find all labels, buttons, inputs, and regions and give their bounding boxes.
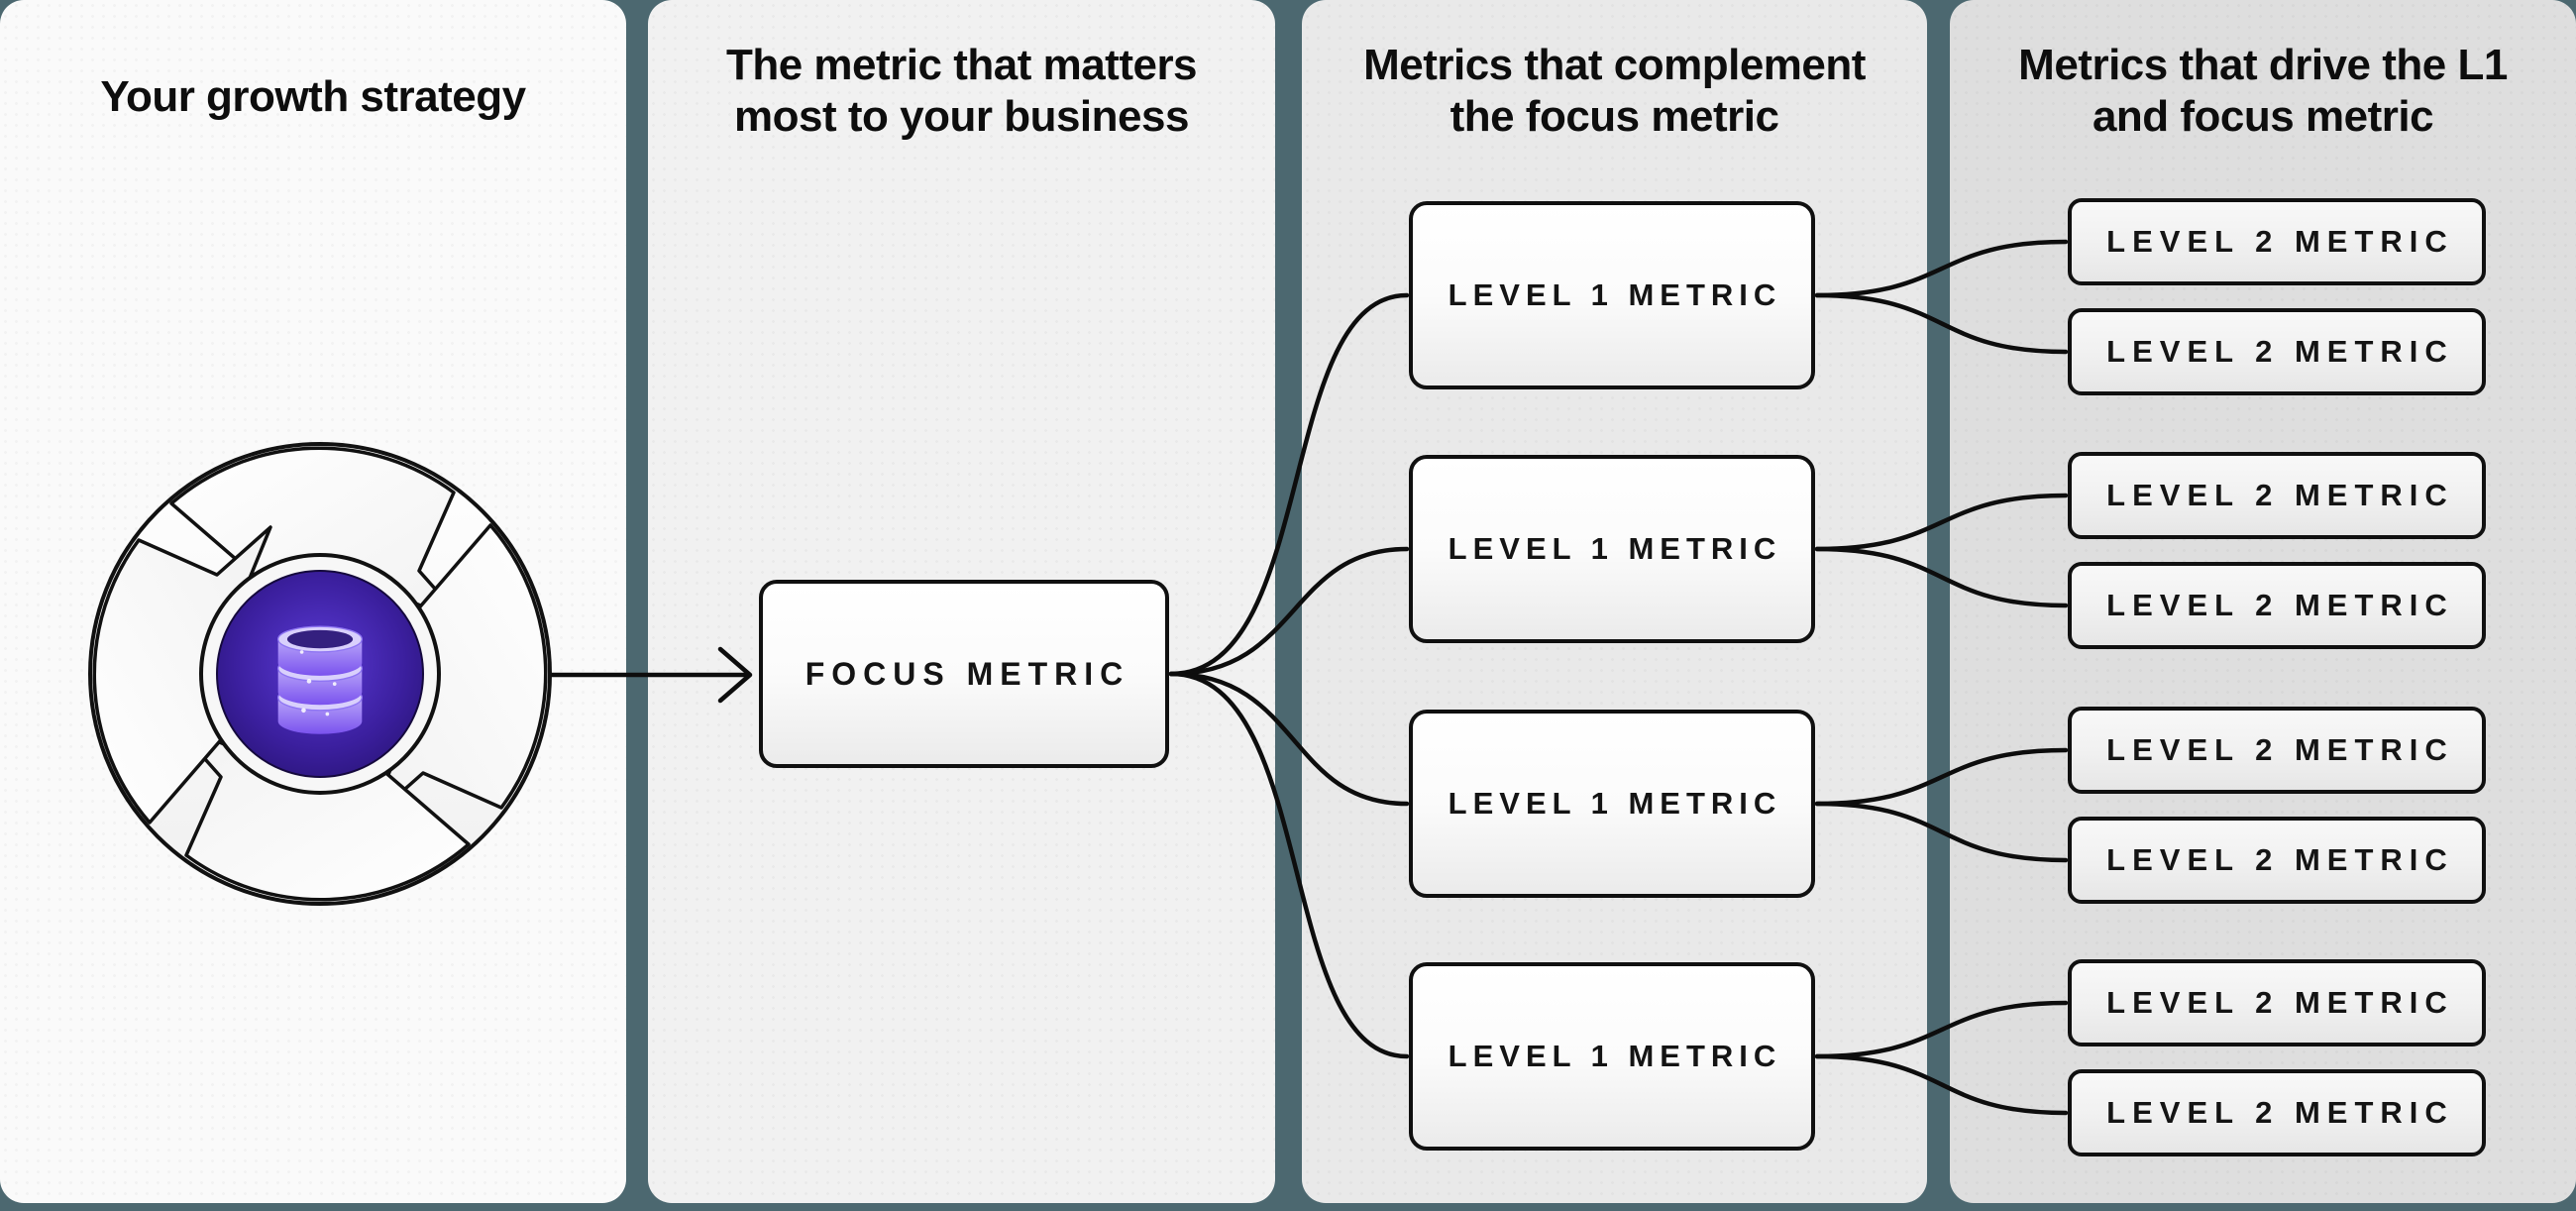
- level-2-metric-box: LEVEL 2 METRIC: [2068, 308, 2486, 395]
- level-2-metric-box: LEVEL 2 METRIC: [2068, 1069, 2486, 1156]
- level-1-metric-box: LEVEL 1 METRIC: [1409, 962, 1815, 1151]
- level-1-metric-label: LEVEL 1 METRIC: [1448, 1039, 1782, 1073]
- focus-metric-label: FOCUS METRIC: [805, 655, 1130, 692]
- database-icon: [276, 625, 364, 734]
- focus-metric-box: FOCUS METRIC: [759, 580, 1169, 768]
- level-2-metric-box: LEVEL 2 METRIC: [2068, 707, 2486, 794]
- level-2-metric-label: LEVEL 2 METRIC: [2106, 732, 2454, 767]
- level-2-metric-box: LEVEL 2 METRIC: [2068, 198, 2486, 285]
- flywheel-icon: [88, 442, 552, 906]
- level-1-metric-label: LEVEL 1 METRIC: [1448, 786, 1782, 821]
- panel-title: Your growth strategy: [100, 72, 526, 121]
- level-1-metric-box: LEVEL 1 METRIC: [1409, 710, 1815, 898]
- level-1-metric-box: LEVEL 1 METRIC: [1409, 455, 1815, 643]
- level-2-metric-label: LEVEL 2 METRIC: [2106, 478, 2454, 512]
- level-2-metric-label: LEVEL 2 METRIC: [2106, 842, 2454, 877]
- panel-title: The metric that matters most to your bus…: [725, 41, 1198, 141]
- level-2-metric-label: LEVEL 2 METRIC: [2106, 1095, 2454, 1130]
- level-2-metric-label: LEVEL 2 METRIC: [2106, 985, 2454, 1020]
- level-1-metric-label: LEVEL 1 METRIC: [1448, 531, 1782, 566]
- level-2-metric-box: LEVEL 2 METRIC: [2068, 959, 2486, 1046]
- level-2-metric-label: LEVEL 2 METRIC: [2106, 334, 2454, 369]
- level-2-metric-label: LEVEL 2 METRIC: [2106, 224, 2454, 259]
- level-2-metric-label: LEVEL 2 METRIC: [2106, 588, 2454, 622]
- level-1-metric-box: LEVEL 1 METRIC: [1409, 201, 1815, 389]
- level-2-metric-box: LEVEL 2 METRIC: [2068, 817, 2486, 904]
- level-2-metric-box: LEVEL 2 METRIC: [2068, 452, 2486, 539]
- panel-title: Metrics that drive the L1 and focus metr…: [2018, 41, 2508, 141]
- level-1-metric-label: LEVEL 1 METRIC: [1448, 277, 1782, 312]
- level-2-metric-box: LEVEL 2 METRIC: [2068, 562, 2486, 649]
- panel-title: Metrics that complement the focus metric: [1363, 41, 1866, 141]
